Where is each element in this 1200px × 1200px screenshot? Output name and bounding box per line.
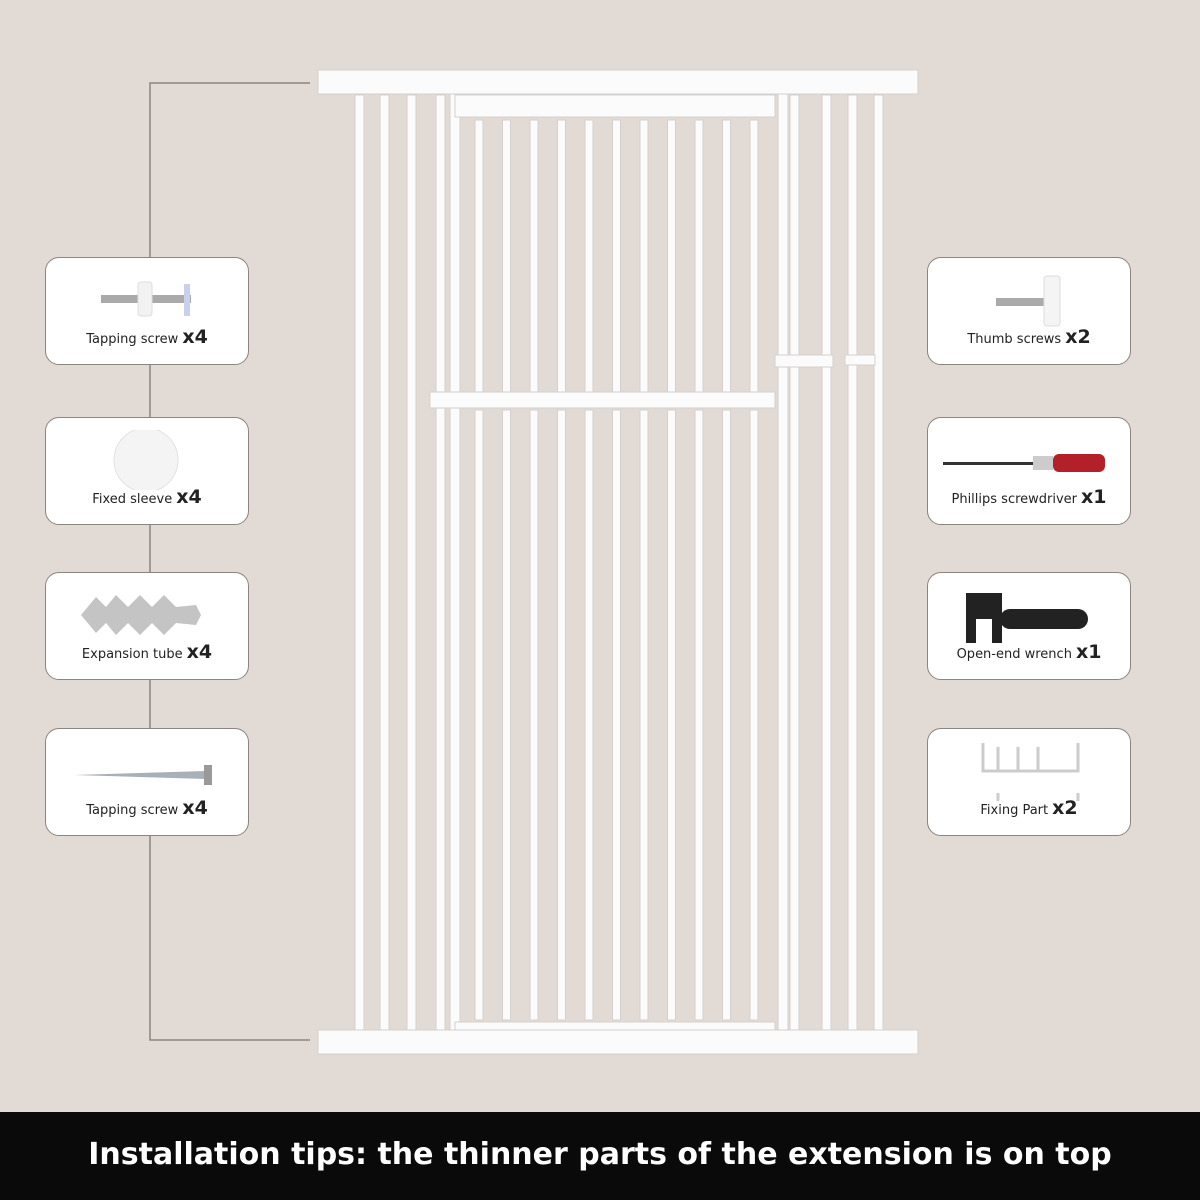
part-name: Open-end wrench [956, 647, 1072, 662]
part-qty: x1 [1081, 486, 1107, 508]
gate-frame [777, 89, 789, 1031]
gate-bar [694, 409, 704, 1021]
thumb-screw-icon [996, 275, 1061, 327]
gate-bar [584, 119, 594, 393]
expansion-tube-icon [81, 595, 201, 635]
gate-bar [557, 409, 566, 1021]
wood-screw-icon [74, 765, 212, 785]
gate-illustration [149, 69, 919, 1055]
part-qty: x4 [182, 797, 208, 819]
fixing-part-icon [981, 743, 1080, 801]
part-name: Expansion tube [81, 647, 183, 662]
part-name: Phillips screwdriver [951, 492, 1078, 507]
gate-bar [474, 409, 484, 1021]
part-qty: x1 [1075, 641, 1102, 663]
gate-bar [722, 119, 731, 393]
side-bar [406, 94, 417, 1031]
part-qty: x4 [182, 326, 208, 348]
gate-top-rail [454, 94, 776, 118]
gate-bar [612, 409, 621, 1021]
tapping-screw-icon [101, 281, 191, 317]
side-bar [873, 94, 884, 1031]
side-bar [847, 94, 858, 1031]
side-bar [379, 94, 390, 1031]
part-name: Tapping screw [86, 803, 179, 818]
part-name: Fixing Part [980, 803, 1049, 818]
side-bar [354, 94, 365, 1031]
bottom-pressure-bar [317, 1029, 919, 1055]
gate-frame [449, 89, 461, 1031]
part-qty: x4 [186, 641, 213, 663]
gate-bar [612, 119, 621, 393]
gate-bar [749, 409, 759, 1021]
side-bar [821, 94, 832, 1031]
gate-bar [502, 119, 511, 393]
top-pressure-bar [317, 69, 919, 95]
part-qty: x2 [1052, 797, 1078, 819]
gate-bar [639, 409, 649, 1021]
gate-bar [749, 119, 759, 393]
part-qty: x4 [176, 486, 202, 508]
installation-tip-banner: Installation tips: the thinner parts of … [0, 1112, 1200, 1200]
gate-bar [529, 409, 539, 1021]
side-bar [435, 94, 446, 1031]
gate-bar [639, 119, 649, 393]
latch [774, 354, 834, 368]
gate-bar [667, 409, 676, 1021]
gate-bar [474, 119, 484, 393]
part-name: Thumb screws [967, 332, 1062, 347]
part-name: Fixed sleeve [92, 492, 173, 507]
gate-bar [667, 119, 676, 393]
wrench-icon [966, 593, 1088, 643]
gate-bar [694, 119, 704, 393]
fixed-sleeve-icon [113, 430, 179, 490]
part-qty: x2 [1065, 326, 1091, 348]
gate-bottom-rail [454, 1021, 776, 1031]
latch [844, 354, 876, 366]
gate-mid-rail [429, 391, 776, 409]
gate-bar [529, 119, 539, 393]
screwdriver-icon [943, 454, 1105, 472]
gate-bar [722, 409, 731, 1021]
gate-bar [502, 409, 511, 1021]
gate-bar [557, 119, 566, 393]
part-name: Tapping screw [86, 332, 179, 347]
gate-bar [584, 409, 594, 1021]
side-bar [789, 94, 800, 1031]
